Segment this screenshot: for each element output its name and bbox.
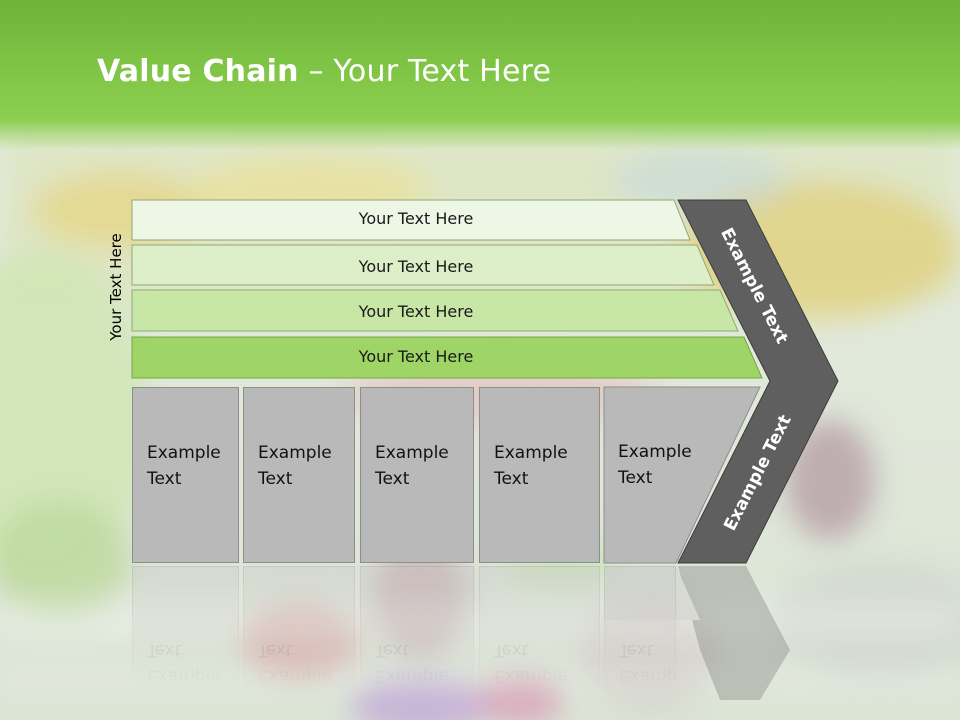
row-bar-1 bbox=[131, 199, 691, 241]
row-bar-3 bbox=[131, 289, 739, 332]
box-5-line2: Text bbox=[618, 468, 653, 488]
slide-title: Value Chain – Your Text Here bbox=[97, 54, 551, 89]
title-rest: – Your Text Here bbox=[298, 54, 552, 89]
title-bold: Value Chain bbox=[97, 54, 299, 89]
row-text-3: Your Text Here bbox=[358, 302, 474, 321]
box-1-line2: Text bbox=[147, 469, 182, 489]
row-text-1: Your Text Here bbox=[358, 209, 474, 228]
box-5-shape bbox=[603, 386, 761, 564]
box-3-line1: Example bbox=[375, 443, 449, 463]
box-2-line1: Example bbox=[258, 443, 332, 463]
box-4-line1: Example bbox=[494, 443, 568, 463]
header-band bbox=[0, 0, 960, 150]
chevron-shape bbox=[677, 199, 839, 564]
row-text-2: Your Text Here bbox=[358, 257, 474, 276]
box-3-line2: Text bbox=[375, 469, 410, 489]
row-bar-4 bbox=[131, 336, 763, 379]
box-4-line2: Text bbox=[494, 469, 529, 489]
chevron-reflection bbox=[604, 566, 790, 700]
box-5-line1: Example bbox=[618, 442, 692, 462]
row-text-4: Your Text Here bbox=[358, 347, 474, 366]
row-bar-2 bbox=[131, 244, 715, 286]
box-2-line2: Text bbox=[258, 469, 293, 489]
box-1-line1: Example bbox=[147, 443, 221, 463]
